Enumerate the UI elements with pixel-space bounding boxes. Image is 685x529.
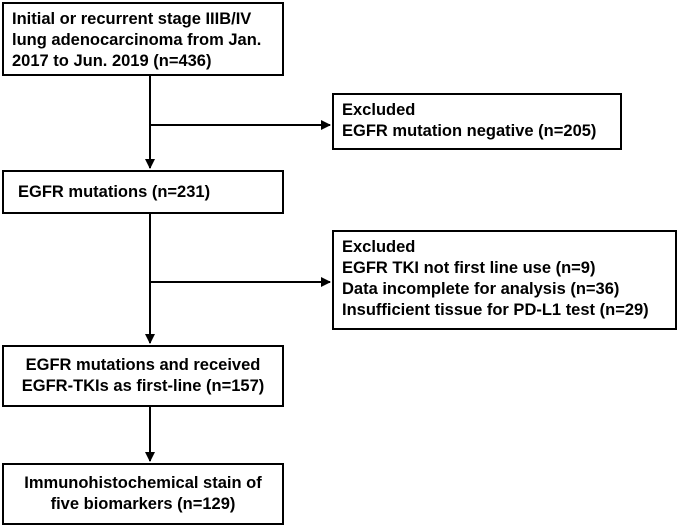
initial-line-1: Initial or recurrent stage IIIB/IV xyxy=(12,10,252,28)
excluded2-line-1: EGFR TKI not first line use (n=9) xyxy=(342,259,596,277)
excluded-other-box: Excluded EGFR TKI not first line use (n=… xyxy=(332,230,677,330)
egfr-line-1: EGFR mutations (n=231) xyxy=(18,183,211,201)
received-line-2: EGFR-TKIs as first-line (n=157) xyxy=(21,377,265,395)
excluded2-heading: Excluded xyxy=(342,238,416,256)
excluded1-line-1: EGFR mutation negative (n=205) xyxy=(342,122,597,140)
egfr-mutations-box: EGFR mutations (n=231) xyxy=(2,170,284,214)
initial-line-3: 2017 to Jun. 2019 (n=436) xyxy=(12,52,212,70)
received-tki-box: EGFR mutations and received EGFR-TKIs as… xyxy=(2,345,284,407)
excluded-negative-box: Excluded EGFR mutation negative (n=205) xyxy=(332,93,622,150)
ihc-biomarkers-box: Immunohistochemical stain of five biomar… xyxy=(2,463,284,525)
initial-line-2: lung adenocarcinoma from Jan. xyxy=(12,31,262,49)
ihc-line-2: five biomarkers (n=129) xyxy=(50,495,236,513)
ihc-line-1: Immunohistochemical stain of xyxy=(24,474,262,492)
excluded2-line-2: Data incomplete for analysis (n=36) xyxy=(342,280,620,298)
excluded1-heading: Excluded xyxy=(342,101,416,119)
initial-cohort-box: Initial or recurrent stage IIIB/IV lung … xyxy=(2,2,284,76)
received-line-1: EGFR mutations and received xyxy=(25,356,261,374)
excluded2-line-3: Insufficient tissue for PD-L1 test (n=29… xyxy=(342,301,649,319)
